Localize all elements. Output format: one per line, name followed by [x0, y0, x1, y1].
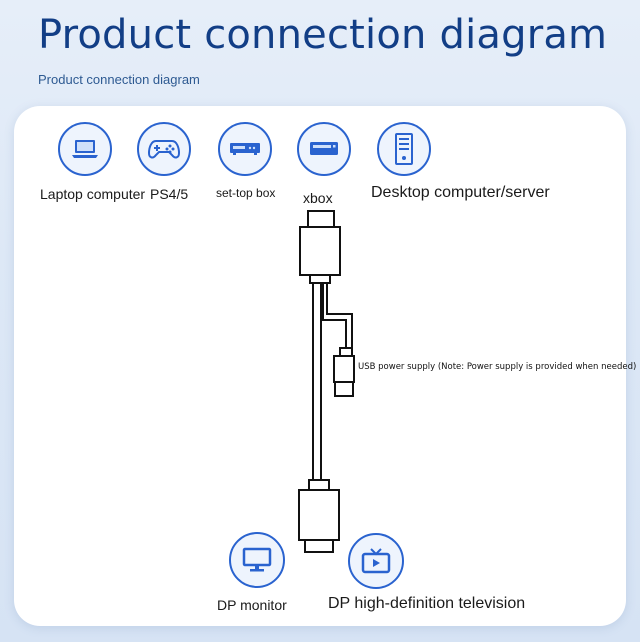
laptop-label: Laptop computer: [40, 186, 146, 202]
xbox-console-icon: [297, 122, 351, 176]
laptop-icon: [58, 122, 112, 176]
hdmi-to-dp-cable: [298, 210, 355, 553]
set-top-box-icon: [218, 122, 272, 176]
set-top-box-label: set-top box: [216, 186, 276, 200]
usb-power-note: USB power supply (Note: Power supply is …: [358, 362, 637, 372]
desktop-tower-icon: [377, 122, 431, 176]
dp-tv-label: DP high-definition television: [328, 595, 526, 612]
ps-label: PS4/5: [150, 186, 189, 202]
gamepad-icon: [137, 122, 191, 176]
page-title: Product connection diagram: [38, 12, 608, 58]
monitor-icon: [229, 532, 285, 588]
dp-monitor-label: DP monitor: [217, 597, 287, 613]
desktop-label: Desktop computer/server: [371, 184, 550, 201]
tv-icon: [348, 533, 404, 589]
xbox-label: xbox: [303, 190, 333, 206]
page-subtitle: Product connection diagram: [38, 72, 200, 87]
